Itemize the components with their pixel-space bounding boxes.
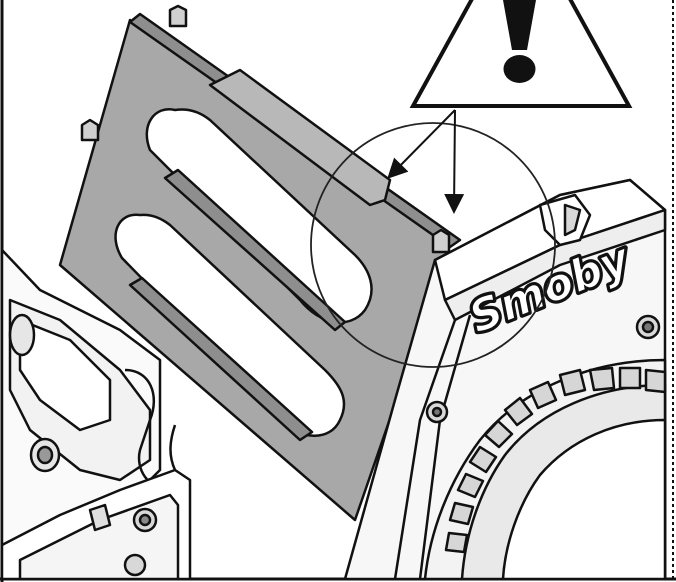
pointer-arrows — [387, 109, 465, 214]
detail-circle — [310, 122, 556, 368]
left-bench-part — [0, 248, 177, 547]
right-frame-part — [343, 178, 667, 581]
left-lower-frame — [0, 468, 192, 581]
exclamation-warning-icon — [409, 0, 633, 108]
gray-panel — [58, 4, 462, 522]
